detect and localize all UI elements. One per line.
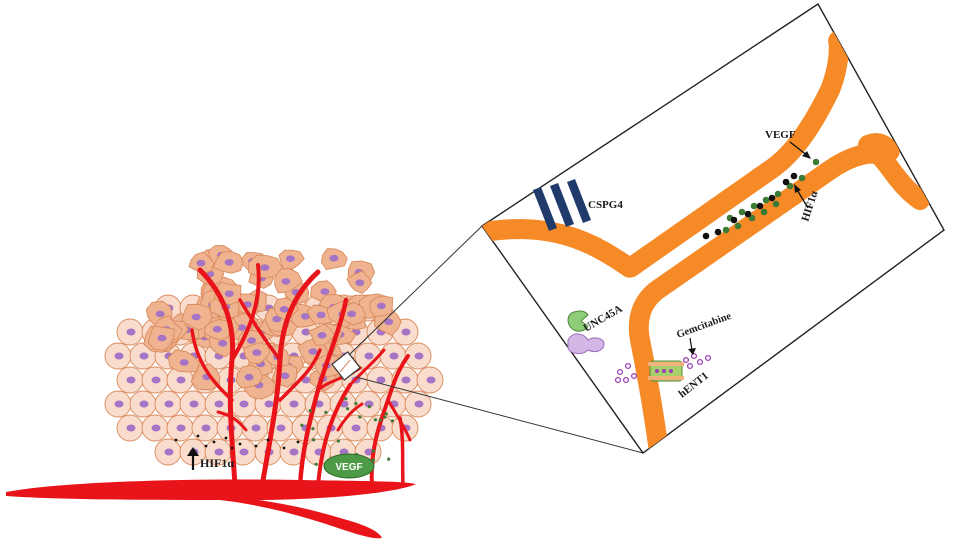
tumor-cell-dark [235, 364, 264, 389]
cspg4-receptors [533, 179, 591, 231]
lumen-hif-vegf-dots [702, 158, 820, 240]
gemcitabine-molecules [614, 352, 712, 384]
tumor-cell-dark [306, 304, 333, 325]
tumor-cell [191, 414, 219, 442]
tumor-cell-dark [307, 323, 336, 346]
gemcitabine-arrow [688, 337, 696, 355]
tumor-cell [354, 390, 382, 418]
tumor-cell [104, 342, 132, 370]
tumor-cell [179, 390, 207, 418]
tumor-cell [279, 438, 307, 466]
tumor-cell [141, 414, 169, 442]
tumor-cell [116, 366, 144, 394]
vegf-blob: VEGF [323, 453, 375, 479]
tumor-cell [241, 414, 269, 442]
tumor-cell-dark [242, 342, 271, 365]
zoom-projection-lines [348, 225, 644, 454]
tumor-cell-dark [346, 270, 373, 294]
tumor-cell [341, 414, 369, 442]
tumor-cell-dark [212, 251, 244, 274]
tumor-cell-dark [320, 248, 348, 270]
hif-vegf-dots-tumor [174, 397, 394, 466]
hent1-transporter [648, 360, 684, 382]
tumor-cell [166, 366, 194, 394]
tumor-cell-dark [203, 319, 231, 341]
tumor-cell-dark [190, 363, 221, 391]
hif-pointer-arrow [794, 184, 809, 209]
main-blood-vessel [6, 479, 416, 539]
tumor-cell [116, 414, 144, 442]
tumor-cell-cluster [104, 245, 444, 466]
tumor-cell-dark [248, 254, 283, 279]
tumor-cell-dark [274, 267, 303, 294]
tumor-cell [141, 366, 169, 394]
hif-label-tumor: HIF1α [200, 456, 234, 470]
tumor-cell-dark [278, 249, 305, 270]
tumor-cell [154, 438, 182, 466]
tumor-cell [166, 414, 194, 442]
endothelial-membranes [482, 30, 930, 453]
tumor-cell [366, 366, 394, 394]
tumor-cell [404, 390, 432, 418]
tumor-cell-dark [147, 325, 175, 351]
hif-up-arrow [187, 447, 199, 470]
vegf-pointer-arrow [789, 141, 811, 159]
tumor-cell [404, 342, 432, 370]
vegf-blob-label: VEGF [335, 462, 362, 473]
tumor-cell [104, 390, 132, 418]
tumor-cell-dark [180, 303, 213, 331]
tumor-cell-dark [369, 295, 394, 317]
tumor-cell [154, 390, 182, 418]
tumor-cell [416, 366, 444, 394]
tumor-cell-dark [188, 251, 215, 275]
unc45a-protein [567, 310, 605, 355]
tumor-cell-dark [167, 349, 201, 373]
vegf-label-zoom: VEGF [765, 129, 796, 141]
cspg4-label: CSPG4 [588, 199, 623, 211]
tumor-cell [116, 318, 144, 346]
tumor-cell [129, 390, 157, 418]
zoom-source-box [331, 351, 361, 381]
